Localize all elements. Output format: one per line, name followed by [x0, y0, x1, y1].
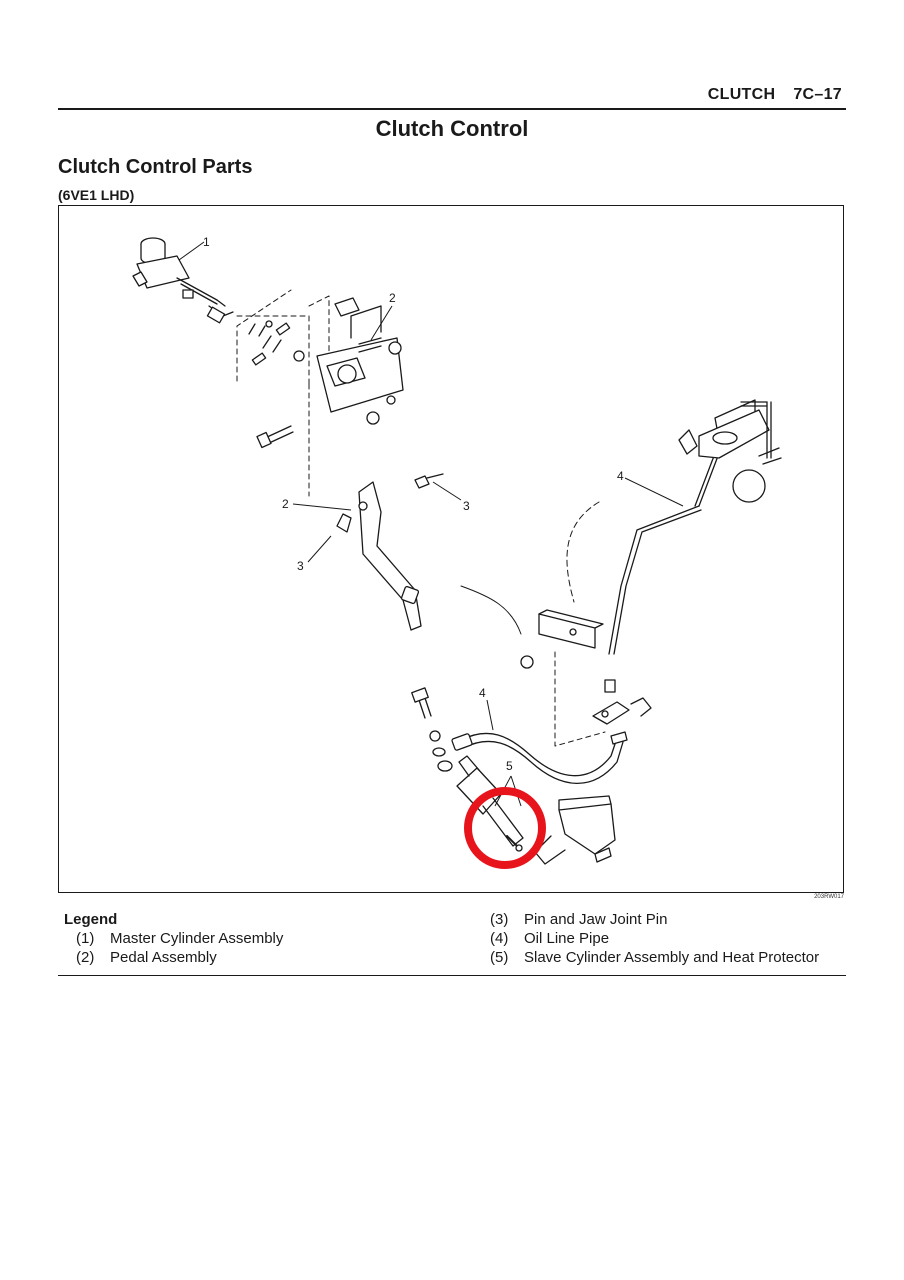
callout-5: 5 [506, 759, 513, 773]
page-header: CLUTCH 7C–17 [708, 86, 842, 104]
callout-1: 1 [203, 235, 210, 249]
oil-line-pipe-drawing [604, 399, 782, 693]
slave-cylinder-drawing [456, 755, 616, 865]
bolt-cluster [248, 320, 305, 366]
legend-item-label: Master Cylinder Assembly [110, 930, 284, 947]
master-cylinder-drawing [132, 237, 234, 324]
callout-4-pipe: 4 [617, 469, 624, 483]
callout-3-left: 3 [297, 559, 304, 573]
legend-item-label: Pedal Assembly [110, 949, 217, 966]
legend-item-label: Slave Cylinder Assembly and Heat Protect… [524, 949, 820, 966]
legend-item: (2) Pedal Assembly [76, 949, 217, 966]
legend-title: Legend [64, 911, 118, 928]
hose-drawing [411, 687, 628, 784]
pedal-bracket-drawing [316, 297, 404, 425]
section-title: Clutch Control Parts [58, 156, 253, 178]
figure-frame: 1 2 2 3 3 4 4 5 [58, 205, 844, 893]
callout-3-right: 3 [463, 499, 470, 513]
bracket-clip-drawing [520, 609, 606, 747]
subtitle: (6VE1 LHD) [58, 187, 135, 203]
exploded-diagram: 1 2 2 3 3 4 4 5 [132, 235, 782, 869]
legend-item-label: Pin and Jaw Joint Pin [524, 911, 668, 928]
legend-item-number: (3) [490, 911, 509, 928]
legend-item: (3) Pin and Jaw Joint Pin [490, 911, 667, 928]
callout-2-bracket: 2 [389, 291, 396, 305]
highlight-circle [464, 787, 546, 869]
long-bolt-drawing [256, 425, 294, 449]
callout-4-hose: 4 [479, 686, 486, 700]
legend-item-label: Oil Line Pipe [524, 930, 610, 947]
legend-item: (1) Master Cylinder Assembly [76, 930, 283, 947]
legend-item-number: (4) [490, 930, 509, 947]
legend-item-number: (2) [76, 949, 95, 966]
header-rule [58, 108, 846, 110]
legend-item: (5) Slave Cylinder Assembly and Heat Prot… [490, 949, 819, 966]
header-page-number: 7C–17 [793, 86, 842, 103]
header-section: CLUTCH [707, 86, 776, 103]
figure-code: 203RW017 [814, 894, 844, 900]
pipe-bracket-drawing [592, 697, 652, 725]
page-title: Clutch Control [375, 116, 529, 141]
legend-item-number: (5) [490, 949, 509, 966]
callout-2-pedal: 2 [282, 497, 289, 511]
legend-rule [58, 975, 846, 976]
pedal-arm-drawing [336, 473, 444, 631]
legend-item: (4) Oil Line Pipe [490, 930, 609, 947]
legend-item-number: (1) [76, 930, 95, 947]
